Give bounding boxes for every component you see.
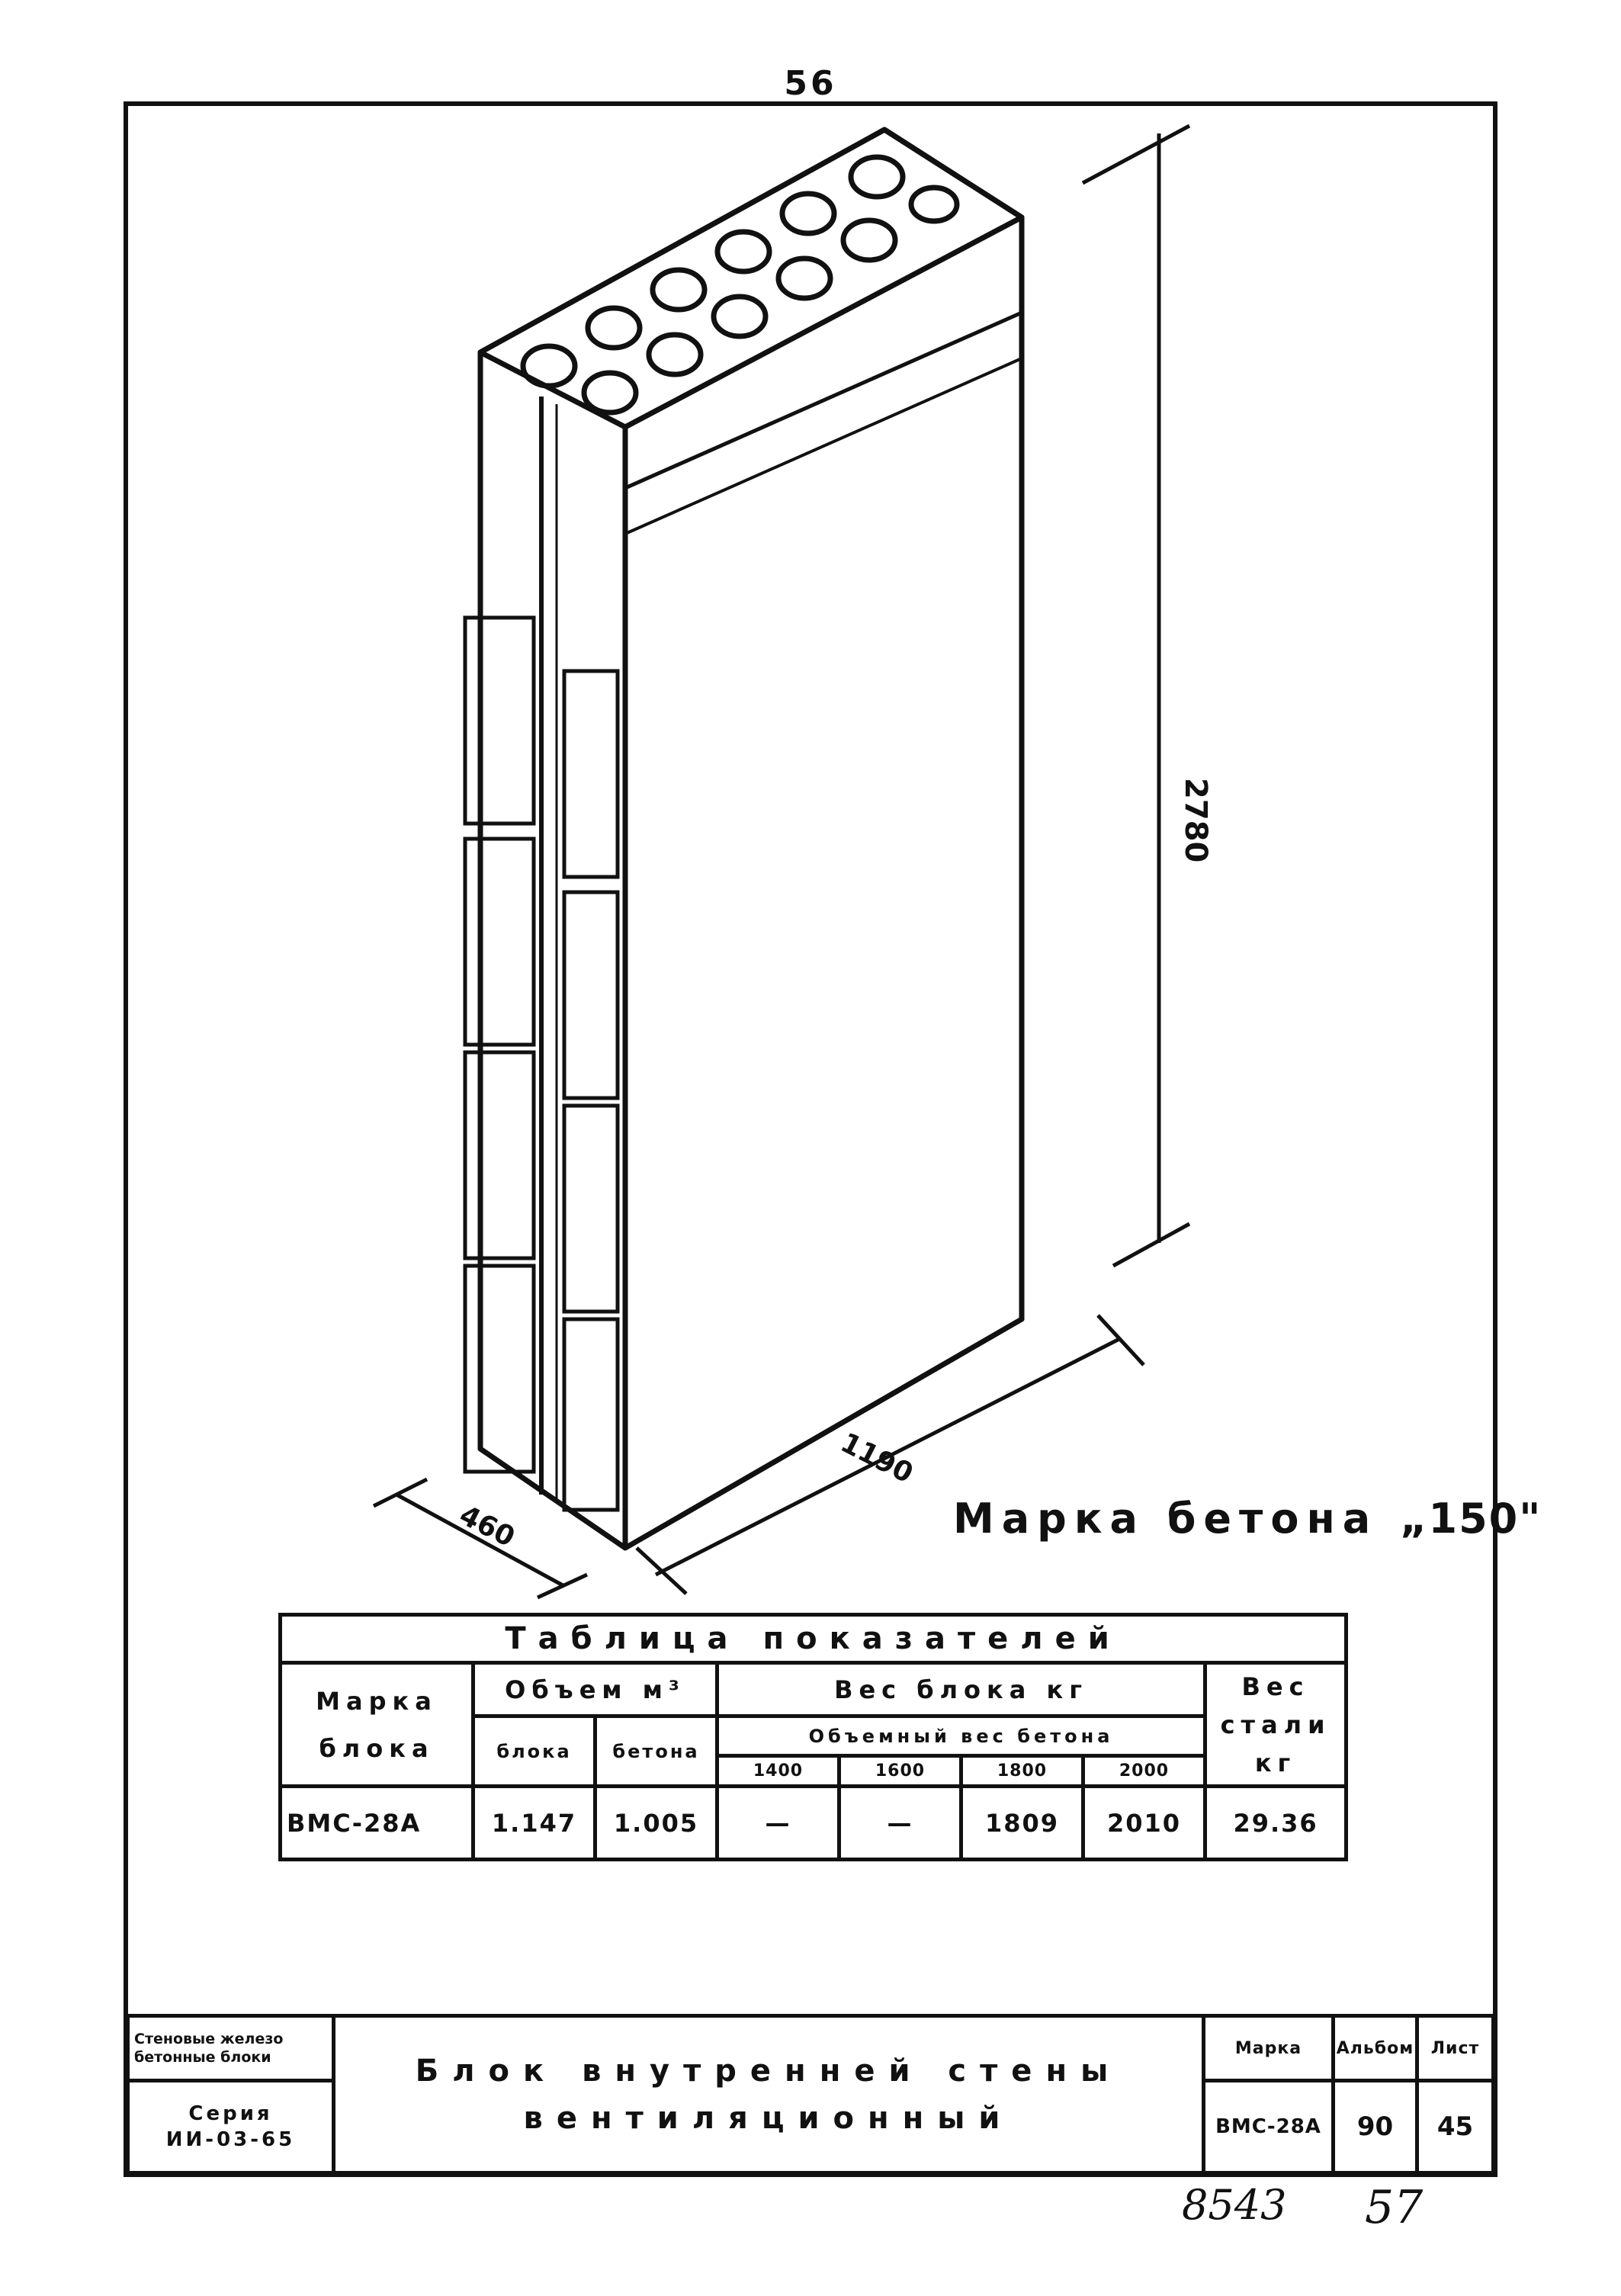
length-dim-line: [654, 1336, 1122, 1577]
handwritten-number: 8543: [1182, 2181, 1287, 2229]
dim-height-label: 2780: [1178, 778, 1213, 862]
org-line1: Стеновые железо: [134, 2031, 284, 2047]
row-weight-1600: —: [837, 1784, 963, 1861]
drawing-name-line1: Блок внутренней стены: [415, 2053, 1122, 2089]
concrete-grade-label: Марка бетона: [953, 1495, 1379, 1543]
table-subheader-row: блока бетона Объемный вес бетона: [281, 1714, 1347, 1788]
col-mark-header: Марка блока: [278, 1661, 475, 1788]
col-volume-block: блока: [471, 1714, 597, 1788]
mark-head: Марка: [1202, 2014, 1335, 2082]
weight-class-1600: 1600: [837, 1754, 963, 1788]
handwritten-page: 57: [1365, 2181, 1424, 2234]
indicators-table: Таблица показателей Марка блока Объем м³…: [278, 1613, 1349, 1861]
table-title: Таблица показателей: [278, 1613, 1349, 1665]
weight-class-1800: 1800: [959, 1754, 1085, 1788]
row-weight-1800: 1809: [959, 1784, 1085, 1861]
weight-class-2000: 2000: [1081, 1754, 1207, 1788]
table-weight-classes-row: 1400 1600 1800 2000: [281, 1754, 1347, 1788]
table-title-row: Таблица показателей: [278, 1613, 1349, 1665]
row-volume-block: 1.147: [471, 1784, 597, 1861]
row-steel: 29.36: [1202, 1784, 1349, 1861]
org-cell: Стеновые железо бетонные блоки: [126, 2014, 335, 2082]
sheet-head: Лист: [1415, 2014, 1495, 2082]
side-face-panel: [623, 310, 1024, 1550]
series-label: Серия: [188, 2102, 273, 2125]
weight-class-1400: 1400: [715, 1754, 841, 1788]
drawing-name: Блок внутренней стены вентиляционный: [332, 2014, 1205, 2175]
album-head: Альбом: [1331, 2014, 1419, 2082]
series-cell: Серия ИИ-03-65: [126, 2079, 335, 2175]
dim-length-label: 1190: [836, 1427, 918, 1489]
concrete-grade-value: „150": [1400, 1495, 1542, 1543]
mark-value: ВМС-28А: [1202, 2079, 1335, 2175]
col-weight-sub: Объемный вес бетона: [715, 1714, 1207, 1758]
page-number: 56: [784, 64, 837, 103]
col-volume-header: Объем м³: [471, 1661, 719, 1718]
row-weight-2000: 2010: [1081, 1784, 1207, 1861]
width-dim-line: [395, 1492, 566, 1588]
org-line2: бетонные блоки: [134, 2049, 271, 2066]
front-panels: [463, 615, 620, 1512]
drawing-name-line2: вентиляционный: [523, 2100, 1014, 2136]
dimension-lines: [372, 124, 1191, 1600]
col-volume-concrete: бетона: [593, 1714, 719, 1788]
album-value: 90: [1331, 2079, 1419, 2175]
drawing-frame: [124, 101, 1497, 2177]
table-row: ВМС-28А 1.147 1.005 — — 1809 2010 29.36: [278, 1784, 1349, 1861]
ventilation-holes: [520, 154, 960, 416]
table-header-row: Марка блока Объем м³ Вес блока кг Вес ст…: [278, 1661, 1349, 1788]
series-value: ИИ-03-65: [165, 2128, 296, 2151]
col-weight-header: Вес блока кг: [715, 1661, 1207, 1718]
title-block: Стеновые железо бетонные блоки Блок внут…: [126, 2014, 1495, 2175]
concrete-grade-note: Марка бетона „150": [953, 1495, 1542, 1543]
block-outline: [477, 127, 1025, 1551]
col-steel-header: Вес стали кг: [1202, 1661, 1349, 1788]
row-mark: ВМС-28А: [278, 1784, 475, 1861]
sheet-value: 45: [1415, 2079, 1495, 2175]
row-volume-concrete: 1.005: [593, 1784, 719, 1861]
block-top-face: [477, 127, 1025, 430]
row-weight-1400: —: [715, 1784, 841, 1861]
